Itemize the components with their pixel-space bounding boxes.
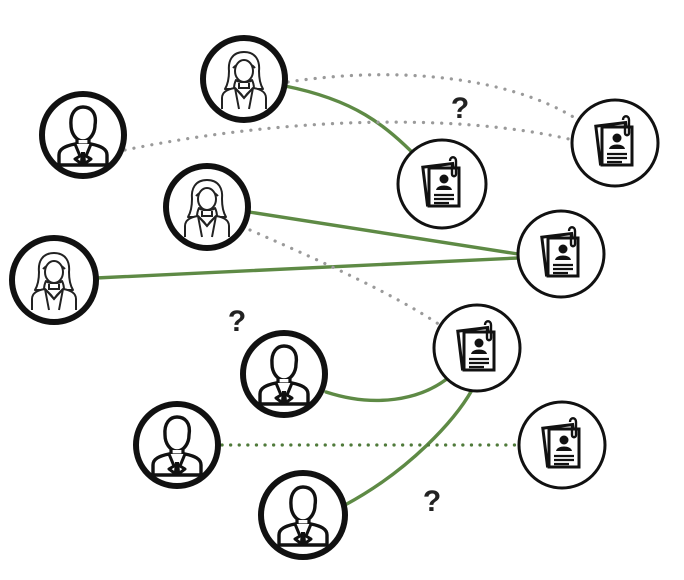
link-confirmed-woman-left-to-resume-right bbox=[94, 256, 520, 280]
uncertain-match-question-mark: ? bbox=[228, 305, 246, 338]
node-man-topleft bbox=[39, 91, 127, 179]
uncertain-match-question-mark: ? bbox=[451, 92, 469, 125]
link-uncertain-grey-woman-top-to-resume-topright bbox=[286, 73, 577, 120]
link-uncertain-grey-woman-mid-to-resume-center bbox=[248, 228, 442, 327]
link-confirmed-woman-top-to-resume-upper bbox=[283, 84, 420, 160]
node-resume-lowerright bbox=[517, 400, 607, 490]
link-confirmed-man-center-to-resume-center bbox=[324, 376, 450, 403]
node-man-lowerleft bbox=[133, 401, 221, 489]
node-man-center bbox=[240, 330, 328, 418]
node-man-bottom bbox=[258, 470, 348, 560]
node-woman-mid bbox=[163, 163, 251, 251]
node-resume-center bbox=[432, 303, 522, 393]
node-woman-left bbox=[9, 235, 99, 325]
node-resume-right bbox=[516, 209, 606, 299]
node-resume-upper bbox=[396, 138, 488, 230]
uncertain-match-question-mark: ? bbox=[423, 485, 441, 518]
connection-lines bbox=[94, 73, 577, 507]
node-woman-top bbox=[200, 35, 288, 123]
link-confirmed-man-bottom-to-resume-center bbox=[343, 388, 474, 507]
link-uncertain-grey-man-topleft-to-resume-topright bbox=[123, 120, 575, 152]
link-confirmed-woman-mid-to-resume-right bbox=[247, 210, 520, 256]
node-resume-topright bbox=[570, 98, 660, 188]
node-layer bbox=[9, 35, 660, 560]
